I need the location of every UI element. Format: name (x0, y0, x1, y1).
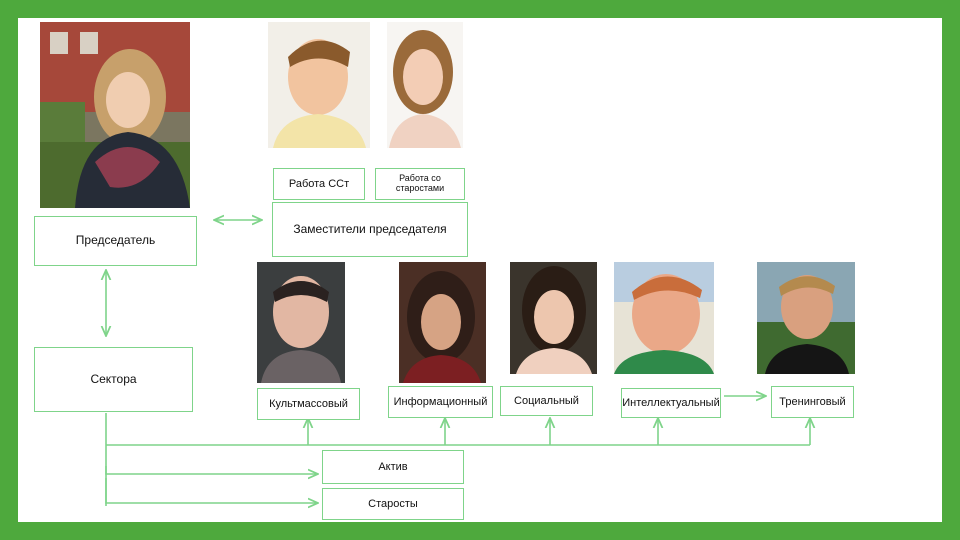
photo-sector-2 (399, 262, 486, 383)
chair-box: Председатель (34, 216, 197, 266)
deputies-box: Заместители председателя (272, 202, 468, 257)
photo-chair (40, 22, 190, 208)
sector-4-box: Интеллектуальный (621, 388, 721, 418)
starosty-box: Старосты (322, 488, 464, 520)
org-chart-slide: Работа ССт Работа со старостами Заместит… (18, 18, 942, 522)
photo-sector-1 (257, 262, 345, 383)
arrow-activ (105, 466, 318, 474)
activ-box: Актив (322, 450, 464, 484)
photo-sector-4 (614, 262, 714, 374)
sectors-box: Сектора (34, 347, 193, 412)
sector-3-box: Социальный (500, 386, 593, 416)
photo-deputy-1 (268, 22, 370, 148)
photo-sector-3 (510, 262, 597, 374)
photo-deputy-2 (387, 22, 463, 148)
sector-2-box: Информационный (388, 386, 493, 418)
sector-5-box: Тренинговый (771, 386, 854, 418)
sector-1-box: Культмассовый (257, 388, 360, 420)
deputy-2-box: Работа со старостами (375, 168, 465, 200)
connector-lines (18, 18, 942, 522)
photo-sector-5 (757, 262, 855, 374)
arrow-starosty (105, 478, 318, 503)
deputy-1-box: Работа ССт (273, 168, 365, 200)
